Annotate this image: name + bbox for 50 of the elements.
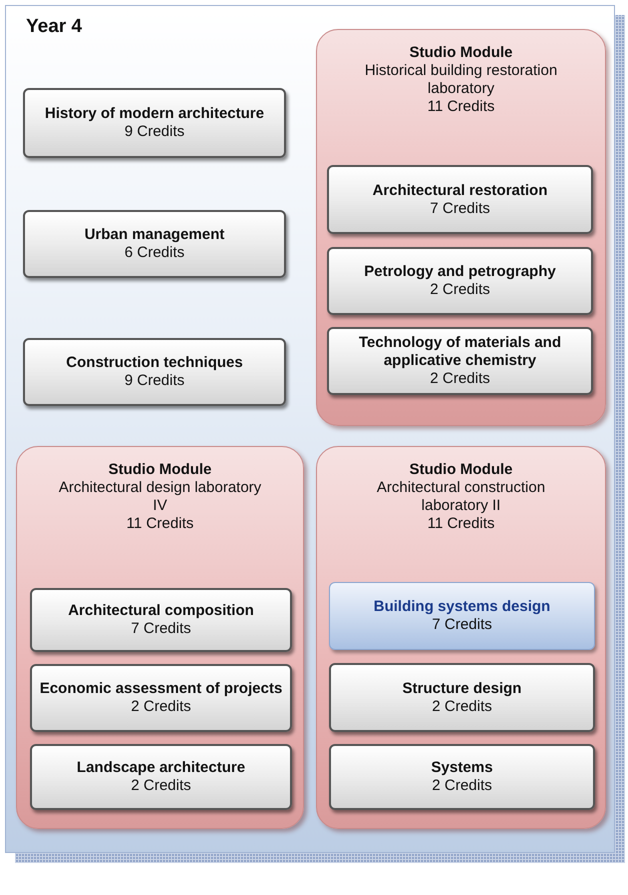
course-title: Architectural composition (67, 602, 255, 620)
course-title: Technology of materials and applicative chemistry (358, 334, 562, 370)
year-panel (5, 5, 615, 853)
credits-label: 2 Credits (430, 777, 494, 795)
course-box (30, 664, 292, 732)
course-box (327, 165, 593, 234)
module-title: Studio Module (408, 461, 514, 479)
credits-label: 2 Credits (428, 370, 492, 388)
year-heading: Year 4 (26, 16, 83, 38)
course-title: Structure design (401, 680, 523, 698)
credits-label: 2 Credits (130, 698, 192, 716)
course-box (23, 210, 286, 278)
module-name: Historical building restoration laboratory (364, 62, 558, 98)
course-title: Urban management (83, 226, 226, 244)
studio-module-box (16, 446, 304, 829)
credits-label: 7 Credits (430, 616, 494, 634)
credits-label: 11 Credits (426, 98, 496, 116)
module-name: Architectural design laboratory IV (58, 479, 262, 515)
course-title: Landscape architecture (76, 759, 246, 777)
module-title: Studio Module (107, 461, 213, 479)
credits-label: 7 Credits (130, 620, 192, 638)
module-name: Architectural construction laboratory II (376, 479, 546, 515)
course-title: Construction techniques (65, 354, 244, 372)
course-box (23, 88, 286, 158)
credits-label: 6 Credits (123, 244, 186, 262)
course-box (30, 588, 292, 652)
course-title: Architectural restoration (371, 182, 549, 200)
studio-module-box (316, 29, 606, 426)
credits-label: 2 Credits (430, 698, 494, 716)
credits-label: 2 Credits (428, 281, 492, 299)
course-title: History of modern architecture (44, 105, 266, 123)
course-box (23, 338, 286, 406)
module-title: Studio Module (408, 44, 514, 62)
course-box (327, 327, 593, 395)
credits-label: 7 Credits (428, 200, 492, 218)
highlighted-course-box (329, 582, 595, 650)
credits-label: 11 Credits (426, 515, 496, 533)
course-title: Systems (430, 759, 494, 777)
course-box (329, 663, 595, 732)
course-box (327, 247, 593, 315)
course-title: Economic assessment of projects (38, 680, 284, 698)
studio-module-box (316, 446, 606, 829)
course-box (30, 744, 292, 810)
course-title: Building systems design (372, 598, 552, 616)
credits-label: 2 Credits (130, 777, 192, 795)
credits-label: 9 Credits (123, 372, 186, 390)
course-title: Petrology and petrography (363, 263, 557, 281)
credits-label: 11 Credits (125, 515, 195, 533)
credits-label: 9 Credits (123, 123, 186, 141)
course-box (329, 744, 595, 810)
